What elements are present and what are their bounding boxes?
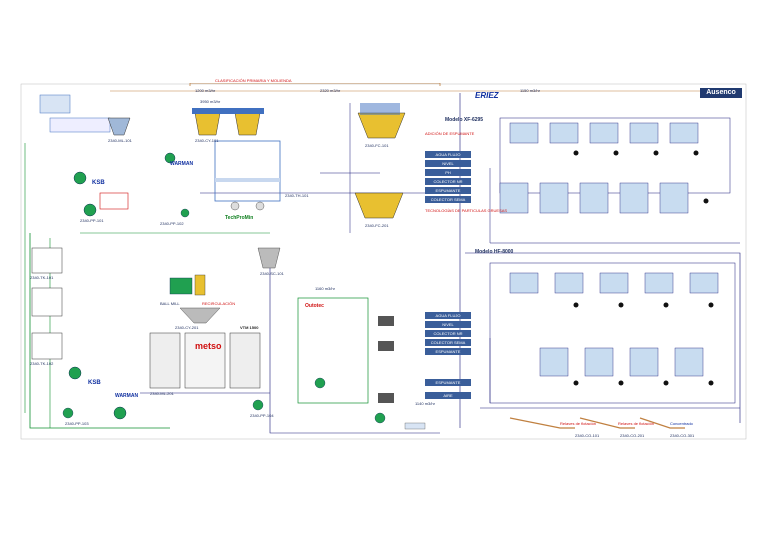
ausenco-logo: Ausenco bbox=[700, 88, 742, 98]
tag-cyclone-2: 2340-CY-201 bbox=[175, 325, 199, 330]
warman-logo-upper: WARMAN bbox=[170, 161, 194, 167]
launder-label-3: Concentrado bbox=[670, 421, 693, 426]
lower-panel-extra-1: AIRE bbox=[425, 392, 471, 399]
stream-air-lime: 1160 m3/hr bbox=[315, 286, 335, 291]
tag-cyclone-1: 2340-CY-101 bbox=[195, 138, 219, 143]
tag-conc-2: 2340-CO-201 bbox=[620, 433, 645, 438]
tag-pump-2: 2340-PP-102 bbox=[160, 221, 184, 226]
stream-ball-mill: BALL MILL bbox=[160, 301, 180, 306]
tag-conc-3: 2340-CO-301 bbox=[670, 433, 695, 438]
upper-model-label: Modelo XF-6295 bbox=[445, 117, 484, 123]
launder-label-2: Relaves de flotación bbox=[618, 421, 655, 426]
lower-panel-item-2: COLECTOR NR bbox=[425, 330, 471, 337]
upper-cell-bank bbox=[499, 117, 731, 214]
process-flow-diagram: CLASIFICACIÓN PRIMARIA Y MOLIENDA Ausenc… bbox=[20, 78, 748, 441]
stream-top-b: 2320 m3/hr bbox=[320, 88, 341, 93]
tag-pump-1: 2340-PP-101 bbox=[80, 218, 104, 223]
title-banner: CLASIFICACIÓN PRIMARIA Y MOLIENDA bbox=[215, 78, 292, 83]
tag-screen-1: 2340-SC-101 bbox=[260, 271, 284, 276]
upper-panel-item-2: PH bbox=[425, 169, 471, 176]
upper-panel-item-5: COLECTOR SEMA bbox=[425, 196, 471, 203]
tag-conc-1: 2340-CO-101 bbox=[575, 433, 600, 438]
eriez-logo: ERIEZ bbox=[475, 91, 499, 100]
tag-mill-2: 2340-ML-201 bbox=[150, 391, 174, 396]
ksb-logo-upper: KSB bbox=[92, 180, 105, 186]
stream-regrind: RECIRCULACIÓN bbox=[202, 301, 236, 306]
lower-panel-item-3: COLECTOR SEMA bbox=[425, 339, 471, 346]
launder-label-1: Relaves de flotación bbox=[560, 421, 597, 426]
lower-panel-item-4: ESPUMANTE bbox=[425, 348, 471, 355]
pipework-layer bbox=[20, 83, 747, 440]
tag-pump-3: 2340-PP-103 bbox=[65, 421, 89, 426]
lower-panel-extra-0: ESPUMANTE bbox=[425, 379, 471, 386]
ksb-logo-lower: KSB bbox=[88, 380, 101, 386]
tag-mill-1: 2340-ML-101 bbox=[108, 138, 132, 143]
upper-panel-header: ADICIÓN DE ESPUMANTE bbox=[425, 131, 475, 136]
upper-panel-item-0: AGUA FLUJO bbox=[425, 151, 471, 158]
lower-panel-item-1: NIVEL bbox=[425, 321, 471, 328]
tag-tank-2: 2340-TK-102 bbox=[30, 361, 54, 366]
vtm-label: VTM 1500 bbox=[240, 325, 259, 330]
tag-pump-4: 2340-PP-104 bbox=[250, 413, 274, 418]
warman-logo-lower: WARMAN bbox=[115, 393, 139, 399]
lower-panel-item-0: AGUA FLUJO bbox=[425, 312, 471, 319]
metso-outotec-logo: Outotec bbox=[305, 303, 324, 309]
tag-flot-1: 2340-FC-101 bbox=[365, 143, 389, 148]
upper-panel-item-1: NIVEL bbox=[425, 160, 471, 167]
upper-panel-item-4: ESPUMANTE bbox=[425, 187, 471, 194]
techpromin-label: TechProMin bbox=[225, 215, 254, 221]
stream-cyclone-feed: 3950 m3/hr bbox=[200, 99, 221, 104]
stream-final-tail: 1140 m3/hr bbox=[415, 401, 435, 406]
stream-top-c: 1150 m3/hr bbox=[520, 88, 540, 93]
upper-panel-item-3: COLECTOR NR bbox=[425, 178, 471, 185]
upper-panel-footer: TECNOLOGÍAS DE PARTICULAS GRUESAS bbox=[425, 208, 508, 213]
lower-model-label: Modelo HF-8000 bbox=[475, 249, 514, 255]
tag-tank-1: 2340-TK-101 bbox=[30, 275, 54, 280]
stream-top-a: 1200 m3/hr bbox=[195, 88, 216, 93]
metso-logo: metso bbox=[195, 341, 222, 351]
tag-thick-1: 2340-TH-101 bbox=[285, 193, 309, 198]
tag-flot-2: 2340-FC-201 bbox=[365, 223, 389, 228]
lower-cell-bank bbox=[489, 262, 736, 404]
